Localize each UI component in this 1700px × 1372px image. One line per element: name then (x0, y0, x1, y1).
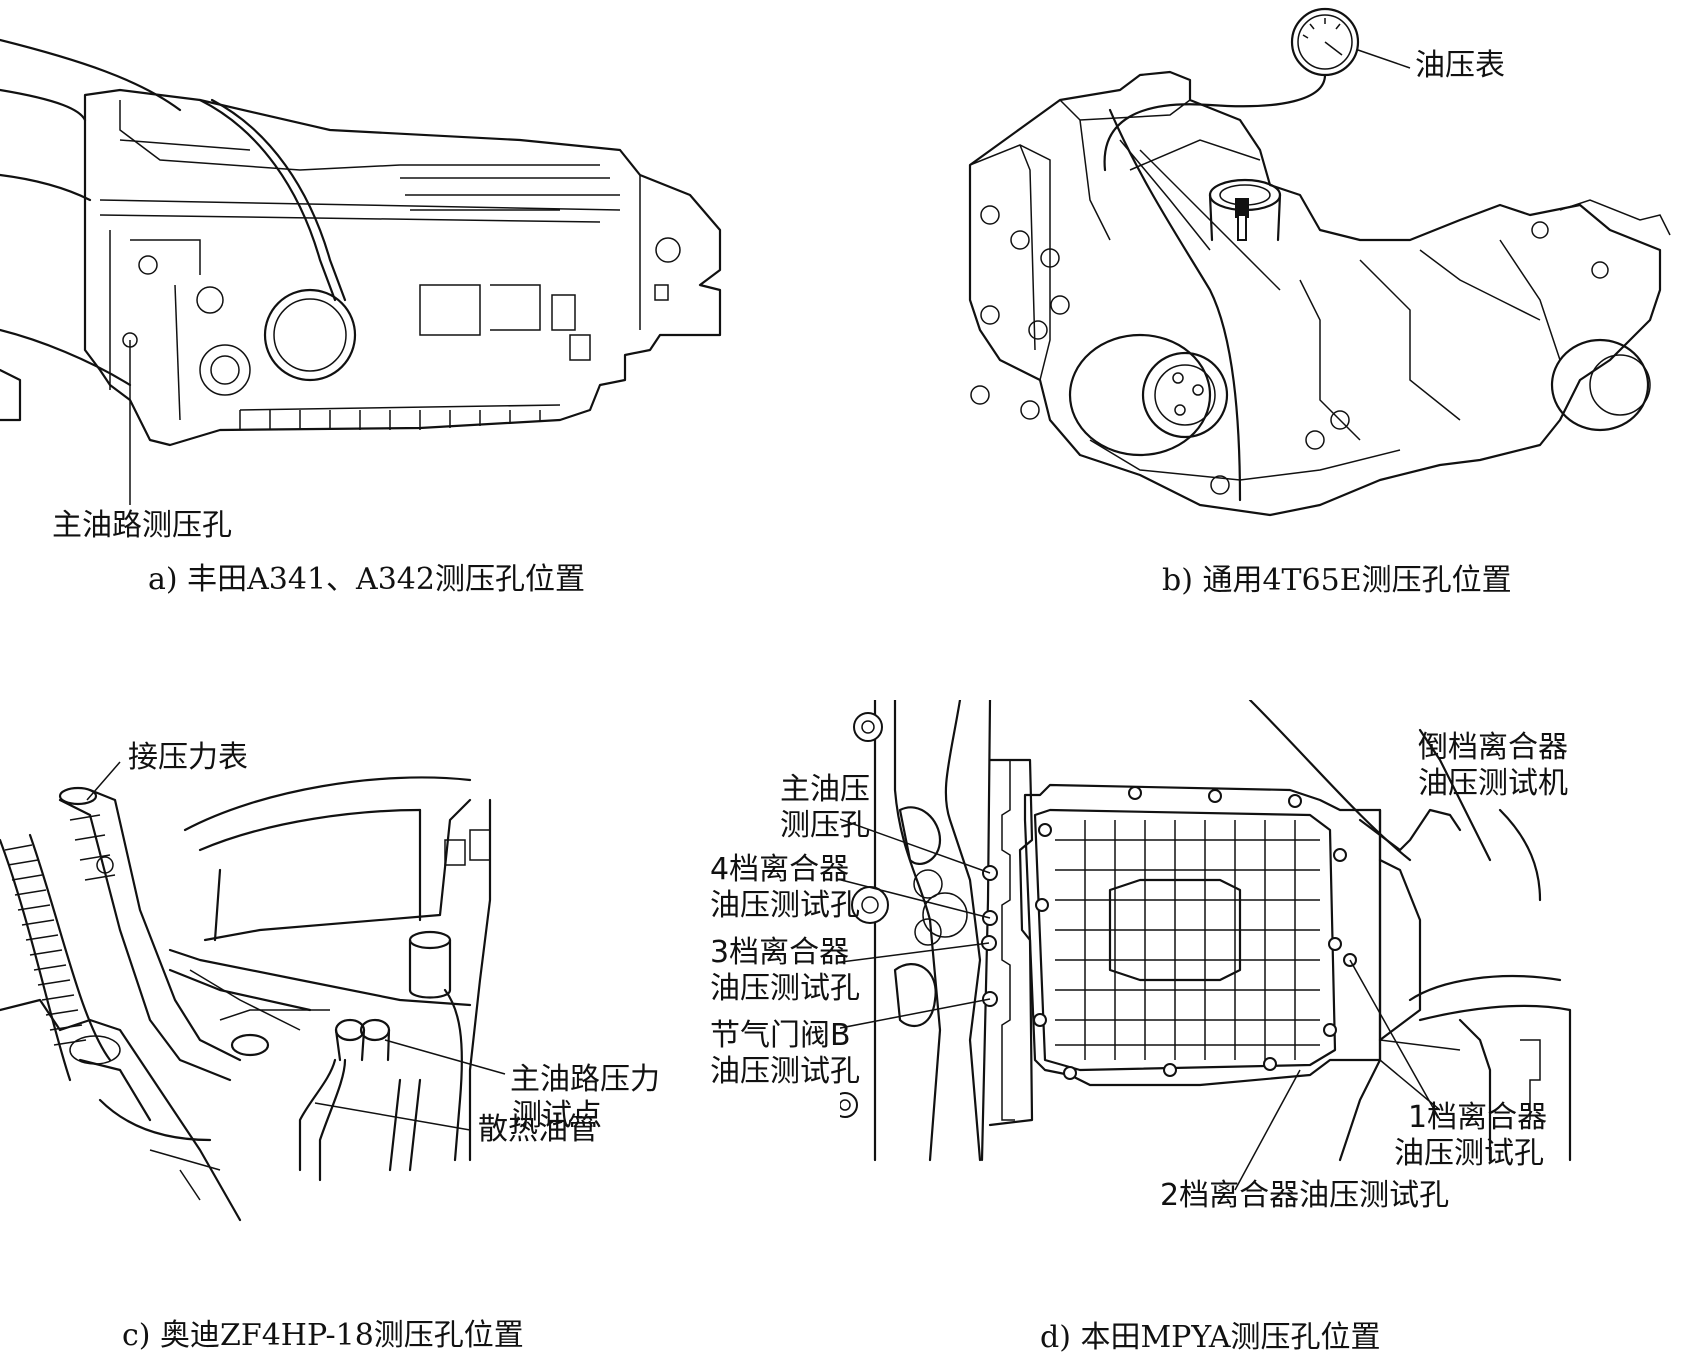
label-main-line-test-point: 主油路压力 (510, 1062, 660, 1097)
label-2nd-clutch-port: 2档离合器油压测试孔 (1160, 1178, 1450, 1213)
label-4th-clutch-port: 油压测试孔 (710, 888, 860, 923)
pressure-gauge-icon (1103, 7, 1360, 172)
label-throttle-valve-b-port: 油压测试孔 (710, 1054, 860, 1089)
gm-transmission-drawing (968, 7, 1671, 517)
label-main-line-port: 主油路测压孔 (52, 508, 232, 543)
caption-b: b) 通用4T65E测压孔位置 (1162, 563, 1512, 598)
audi-transmission-drawing (0, 761, 506, 1222)
label-throttle-valve-b: 节气门阀B (710, 1018, 851, 1053)
caption-c: c) 奥迪ZF4HP-18测压孔位置 (122, 1318, 524, 1353)
label-main-pressure: 主油压 (780, 772, 870, 807)
label-3rd-clutch: 3档离合器 (710, 935, 850, 970)
toyota-transmission-drawing (0, 38, 722, 505)
label-gauge: 油压表 (1415, 48, 1505, 83)
panel-b: 油压表 b) 通用4T65E测压孔位置 (940, 0, 1700, 600)
label-4th-clutch: 4档离合器 (710, 852, 850, 887)
caption-a: a) 丰田A341、A342测压孔位置 (148, 562, 585, 597)
label-reverse-clutch-tester: 油压测试机 (1418, 766, 1568, 801)
label-3rd-clutch-port: 油压测试孔 (710, 971, 860, 1006)
label-connect-gauge: 接压力表 (128, 740, 248, 775)
label-reverse-clutch: 倒档离合器 (1418, 730, 1568, 765)
label-1st-clutch-port: 油压测试孔 (1394, 1136, 1544, 1171)
label-1st-clutch: 1档离合器 (1408, 1100, 1548, 1135)
label-main-pressure-port: 测压孔 (780, 808, 870, 843)
panel-c: 接压力表 主油路压力 测试点 散热油管 c) 奥迪ZF4HP-18测压孔位置 (0, 700, 760, 1372)
label-test-point: 测试点 (512, 1098, 602, 1133)
label-cooler-line: 散热油管 (478, 1112, 598, 1147)
honda-transmission-drawing (840, 700, 1572, 1191)
panel-a: 主油路测压孔 a) 丰田A341、A342测压孔位置 (0, 0, 760, 600)
panel-d: 倒档离合器 油压测试机 主油压 测压孔 4档离合器 油压测试孔 3档离合器 油压… (710, 700, 1700, 1372)
caption-d: d) 本田MPYA测压孔位置 (1040, 1320, 1381, 1355)
